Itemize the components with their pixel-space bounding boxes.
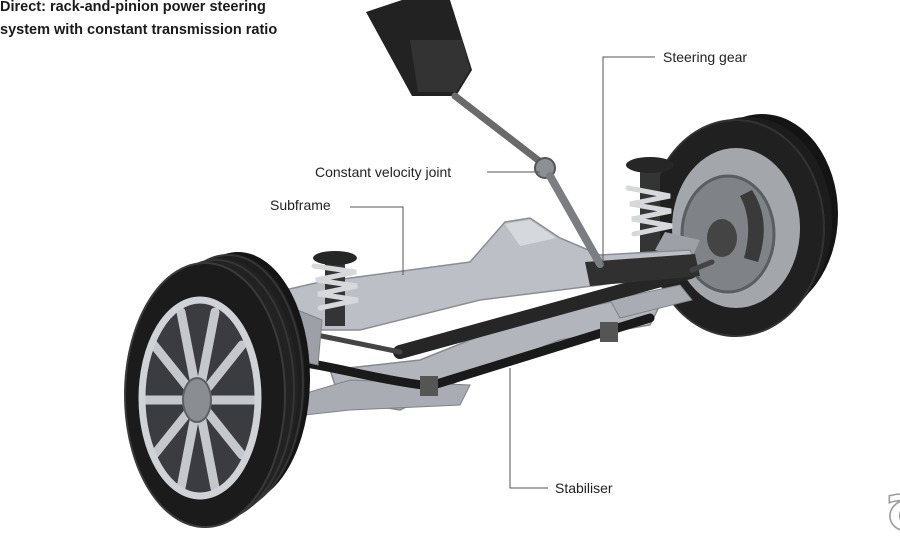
label-subframe: Subframe	[270, 197, 404, 275]
left-strut-top-mount	[313, 251, 357, 265]
rack-tube	[393, 265, 697, 359]
label-stabiliser: Stabiliser	[509, 368, 613, 496]
stabiliser-bushing-right	[600, 322, 618, 342]
leader-stabiliser	[509, 368, 548, 489]
leader-subframe	[350, 206, 404, 275]
steering-rack	[299, 254, 715, 359]
label-subframe-text: Subframe	[270, 197, 331, 213]
right-strut-top-mount	[626, 157, 674, 173]
steering-gear-housing	[585, 254, 700, 286]
label-steering-gear-text: Steering gear	[663, 49, 747, 65]
left-wheel	[124, 252, 310, 528]
right-brake-caliper	[740, 190, 764, 262]
left-rim-ring	[138, 296, 262, 500]
title-line-2: system with constant transmission ratio	[0, 22, 277, 38]
lower-steering-shaft	[546, 172, 604, 268]
label-steering-gear: Steering gear	[602, 49, 747, 265]
right-tie-rod	[689, 259, 715, 273]
stabiliser-bushing-left	[420, 376, 438, 396]
right-coil-spring	[625, 185, 673, 237]
left-coil-spring	[311, 263, 359, 311]
right-lower-control-arm	[609, 284, 693, 319]
watermark-logo: حراج	[885, 467, 900, 532]
label-cv-joint: Constant velocity joint	[315, 164, 540, 180]
right-hub	[707, 219, 737, 257]
title-line-1: Direct: rack-and-pinion power steering	[0, 0, 266, 15]
label-stabiliser-text: Stabiliser	[555, 480, 613, 496]
subframe-highlight	[505, 220, 556, 246]
leader-steering-gear	[602, 56, 655, 265]
intermediate-shaft	[451, 92, 542, 164]
left-hub-cap	[182, 377, 212, 423]
steering-column	[366, 0, 604, 268]
label-cv-joint-text: Constant velocity joint	[315, 164, 451, 180]
steering-column-motor	[410, 40, 470, 92]
